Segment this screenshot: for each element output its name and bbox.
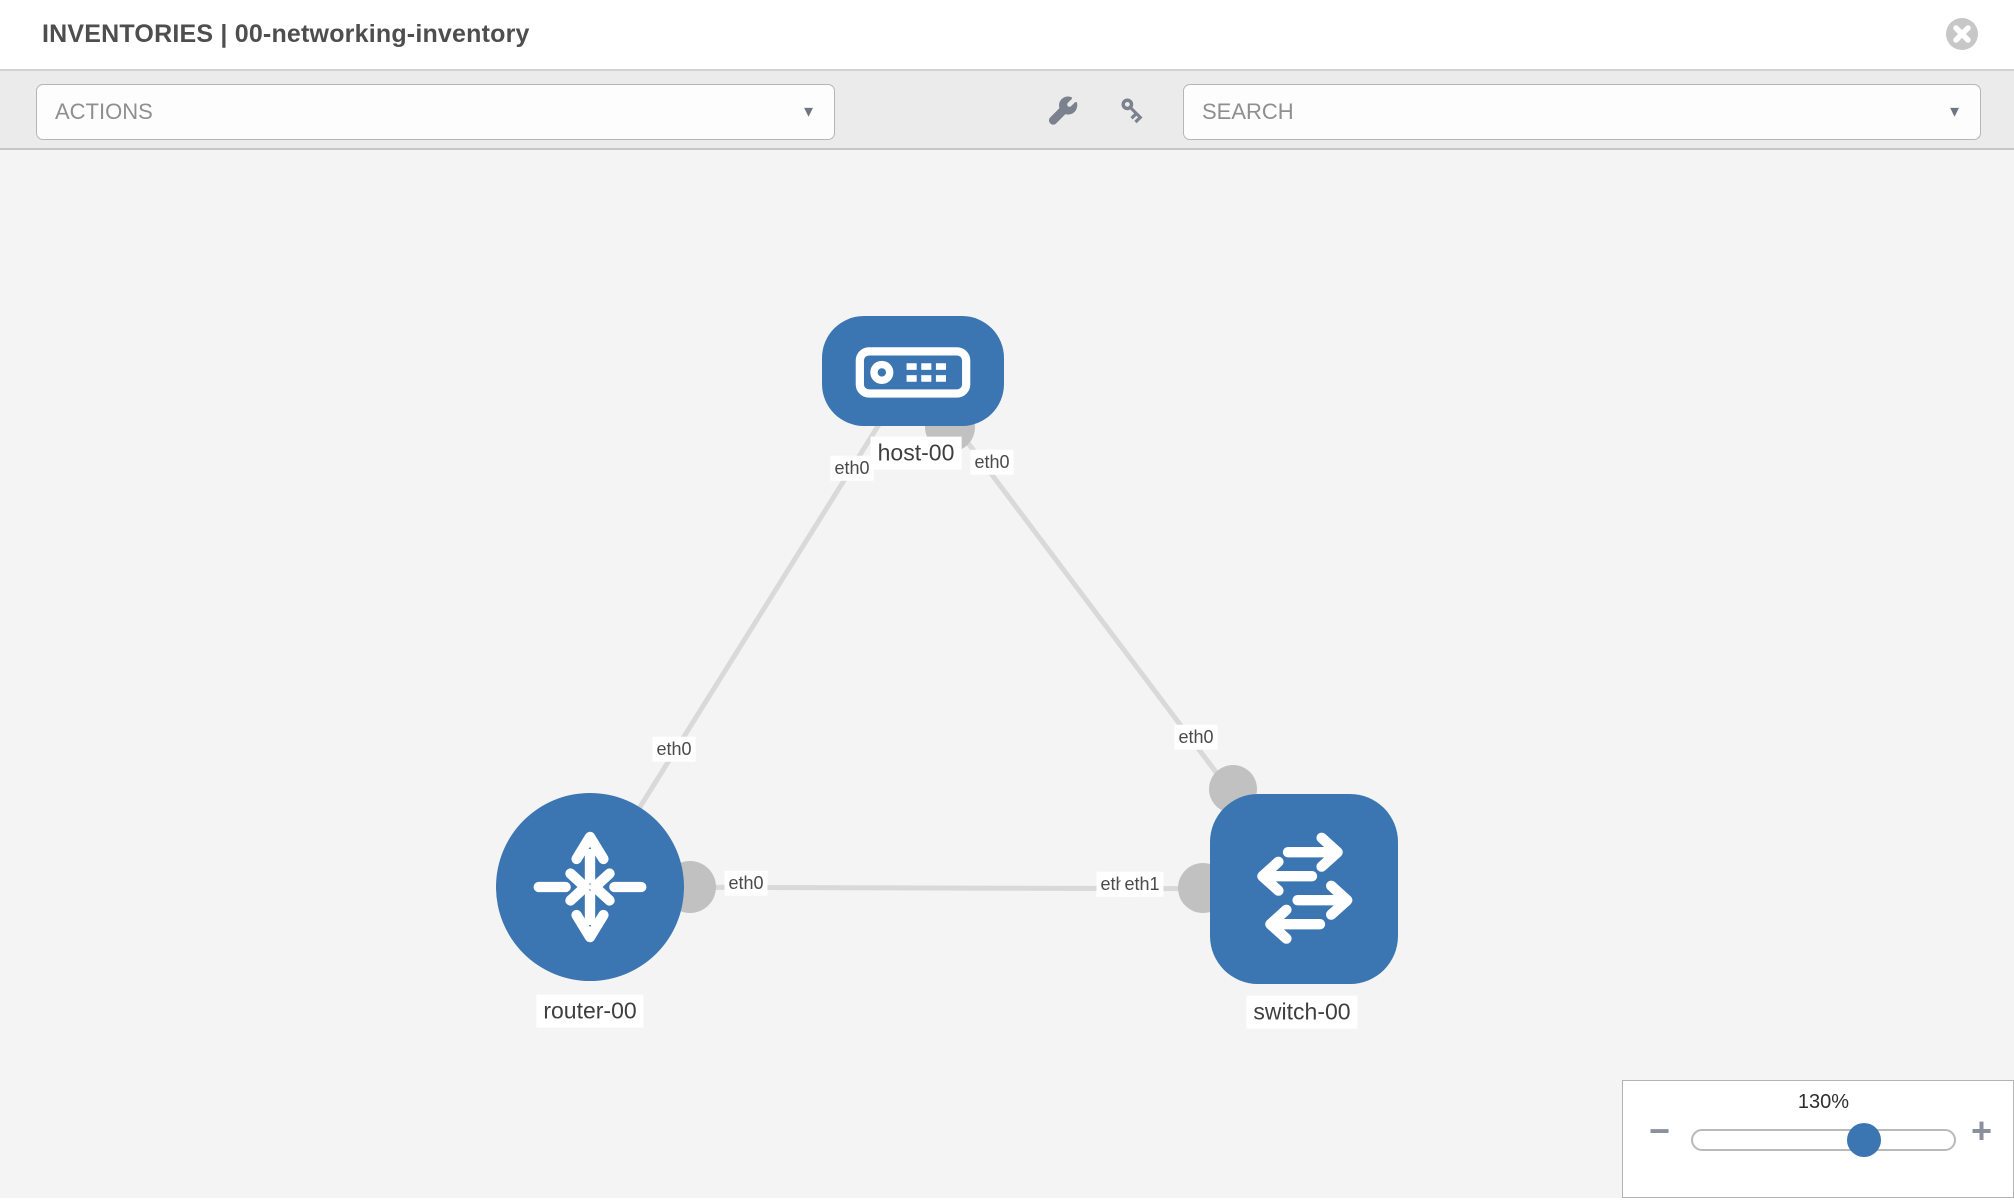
interface-label-router-eth0[interactable]: eth0 <box>724 870 768 896</box>
toolbar: ACTIONS ▼ SEARCH ▼ <box>0 71 2014 150</box>
inventory-name: 00-networking-inventory <box>234 20 530 48</box>
node-switch-00[interactable] <box>1210 794 1398 984</box>
switch-icon <box>1257 832 1353 944</box>
chevron-down-icon: ▼ <box>1947 103 1962 121</box>
interface-label-router-link-eth0[interactable]: eth0 <box>652 736 696 762</box>
chevron-down-icon: ▼ <box>801 103 816 121</box>
interface-label-host-eth0-right[interactable]: eth0 <box>970 449 1014 475</box>
wrench-icon <box>1048 96 1078 125</box>
interface-label-switch-eth0-top[interactable]: eth0 <box>1174 724 1218 750</box>
zoom-slider-track[interactable] <box>1691 1123 1956 1157</box>
page-title: INVENTORIES | 00-networking-inventory <box>42 20 530 49</box>
interface-label-switch-eth1[interactable]: eth1 <box>1120 871 1164 897</box>
key-button[interactable] <box>1116 94 1150 128</box>
node-label-router-00: router-00 <box>536 994 644 1028</box>
topology-canvas[interactable]: eth0 eth0 eth0 eth0 eth0 eth1 eth0 host-… <box>0 150 2014 1198</box>
header: INVENTORIES | 00-networking-inventory <box>0 0 2014 71</box>
actions-dropdown[interactable]: ACTIONS ▼ <box>36 84 835 140</box>
breadcrumb-section: INVENTORIES <box>42 20 214 48</box>
search-dropdown[interactable]: SEARCH ▼ <box>1183 84 1981 140</box>
actions-dropdown-label: ACTIONS <box>55 99 153 124</box>
router-icon <box>533 831 647 943</box>
search-dropdown-label: SEARCH <box>1202 99 1294 124</box>
zoom-in-button[interactable]: + <box>1971 1110 1993 1151</box>
breadcrumb-separator: | <box>213 20 235 48</box>
interface-label-host-eth0-left[interactable]: eth0 <box>830 455 874 481</box>
zoom-level-value: 130% <box>1797 1091 1850 1113</box>
zoom-out-button[interactable]: − <box>1649 1110 1671 1151</box>
node-router-00[interactable] <box>496 793 684 981</box>
key-icon <box>1121 98 1143 124</box>
zoom-slider-knob[interactable] <box>1847 1123 1881 1157</box>
close-button[interactable] <box>1945 17 1979 51</box>
close-icon <box>1946 18 1978 50</box>
zoom-panel: 130% − + <box>1622 1080 2014 1198</box>
node-host-00[interactable] <box>822 316 1004 426</box>
node-label-host-00: host-00 <box>870 436 962 470</box>
wrench-button[interactable] <box>1046 94 1080 128</box>
node-label-switch-00: switch-00 <box>1246 995 1358 1029</box>
host-icon <box>855 346 971 398</box>
